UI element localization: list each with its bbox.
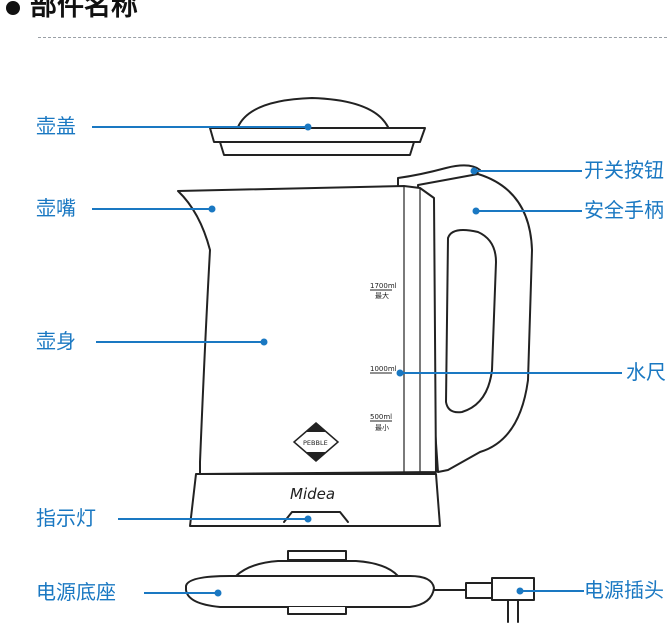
base-outline <box>185 575 435 608</box>
scale-mid-volume: 1000ml <box>370 365 397 373</box>
body-outline <box>177 185 437 475</box>
plug-body <box>465 582 493 599</box>
label-body: 壶身 <box>36 329 76 353</box>
skirt-outline <box>189 473 441 527</box>
base-top <box>287 550 347 561</box>
label-handle: 安全手柄 <box>584 200 664 220</box>
scale-min-text: 最小 <box>375 423 389 432</box>
scale-min-volume: 500ml <box>370 413 392 421</box>
base-dome <box>235 560 399 577</box>
scale-max-volume: 1700ml <box>370 282 397 290</box>
label-base: 电源底座 <box>36 580 116 604</box>
base-foot <box>287 606 347 615</box>
scale-max-text: 最大 <box>375 291 389 300</box>
lid-seal <box>219 141 415 156</box>
dashed-divider <box>38 37 667 38</box>
bullet-dot <box>6 0 20 15</box>
heading-text: 部件名称 <box>30 0 138 22</box>
label-plug: 电源插头 <box>584 580 664 600</box>
brand-logo: Midea <box>290 485 335 503</box>
label-water-gauge: 水尺 <box>626 362 666 382</box>
handle-opening <box>445 229 497 414</box>
label-lid: 壶盖 <box>36 114 76 138</box>
label-spout: 壶嘴 <box>36 196 76 220</box>
badge-text: PEBBLE <box>303 439 328 447</box>
section-heading: 部件名称 <box>6 0 138 23</box>
indicator-window <box>283 511 349 523</box>
label-indicator: 指示灯 <box>36 506 96 530</box>
lid-rim <box>209 127 426 143</box>
lid-outline <box>237 97 389 128</box>
plug-head <box>491 577 535 601</box>
label-switch: 开关按钮 <box>584 160 664 180</box>
plug-pins <box>507 599 519 623</box>
